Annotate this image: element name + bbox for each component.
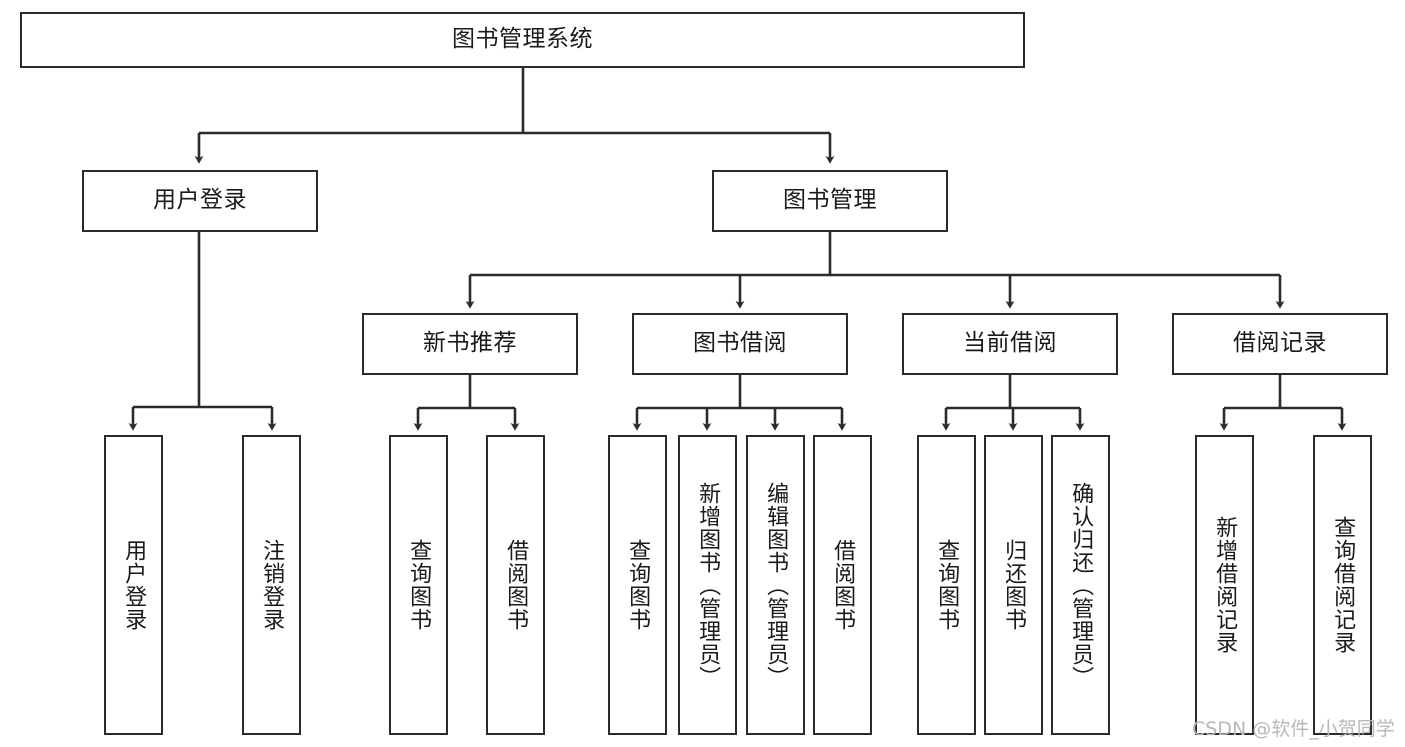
leaf-current-confirm-return[interactable]: 确认归还（管理员）	[1051, 435, 1110, 735]
node-borrow-record[interactable]: 借阅记录	[1172, 313, 1388, 375]
leaf-newbook-borrow-book[interactable]: 借阅图书	[486, 435, 545, 735]
node-borrow-record-label: 借阅记录	[1233, 330, 1327, 357]
node-book-borrow[interactable]: 图书借阅	[632, 313, 848, 375]
leaf-newbook-borrow-book-label: 借阅图书	[503, 539, 529, 631]
node-user-login-label: 用户登录	[153, 187, 247, 214]
node-root[interactable]: 图书管理系统	[20, 12, 1025, 68]
leaf-current-confirm-return-label: 确认归还（管理员）	[1068, 481, 1094, 689]
leaf-borrow-query-book[interactable]: 查询图书	[608, 435, 667, 735]
leaf-current-return-book[interactable]: 归还图书	[984, 435, 1043, 735]
leaf-current-return-book-label: 归还图书	[1001, 539, 1027, 631]
leaf-borrow-borrow-book[interactable]: 借阅图书	[813, 435, 872, 735]
csdn-watermark: CSDN @软件_小贺同学	[1192, 714, 1395, 741]
leaf-record-add-record[interactable]: 新增借阅记录	[1195, 435, 1254, 735]
leaf-borrow-add-book-label: 新增图书（管理员）	[695, 481, 721, 689]
leaf-newbook-query-book[interactable]: 查询图书	[389, 435, 448, 735]
leaf-user-login-signout-label: 注销登录	[259, 539, 285, 631]
leaf-borrow-edit-book[interactable]: 编辑图书（管理员）	[746, 435, 805, 735]
leaf-user-login-signout[interactable]: 注销登录	[242, 435, 301, 735]
leaf-record-query-record-label: 查询借阅记录	[1330, 516, 1356, 654]
leaf-record-add-record-label: 新增借阅记录	[1212, 516, 1238, 654]
leaf-current-query-book-label: 查询图书	[934, 539, 960, 631]
leaf-current-query-book[interactable]: 查询图书	[917, 435, 976, 735]
node-book-management[interactable]: 图书管理	[712, 170, 948, 232]
leaf-borrow-add-book[interactable]: 新增图书（管理员）	[678, 435, 737, 735]
leaf-record-query-record[interactable]: 查询借阅记录	[1313, 435, 1372, 735]
node-book-borrow-label: 图书借阅	[693, 330, 787, 357]
node-new-book-recommend[interactable]: 新书推荐	[362, 313, 578, 375]
node-current-borrow-label: 当前借阅	[963, 330, 1057, 357]
node-new-book-recommend-label: 新书推荐	[423, 330, 517, 357]
node-root-label: 图书管理系统	[452, 26, 593, 53]
node-user-login[interactable]: 用户登录	[82, 170, 318, 232]
csdn-watermark-text: CSDN @软件_小贺同学	[1192, 718, 1395, 740]
leaf-borrow-borrow-book-label: 借阅图书	[830, 539, 856, 631]
node-book-management-label: 图书管理	[783, 187, 877, 214]
leaf-borrow-edit-book-label: 编辑图书（管理员）	[763, 481, 789, 689]
leaf-user-login-signin[interactable]: 用户登录	[104, 435, 163, 735]
node-current-borrow[interactable]: 当前借阅	[902, 313, 1118, 375]
leaf-user-login-signin-label: 用户登录	[121, 539, 147, 631]
leaf-newbook-query-book-label: 查询图书	[406, 539, 432, 631]
leaf-borrow-query-book-label: 查询图书	[625, 539, 651, 631]
